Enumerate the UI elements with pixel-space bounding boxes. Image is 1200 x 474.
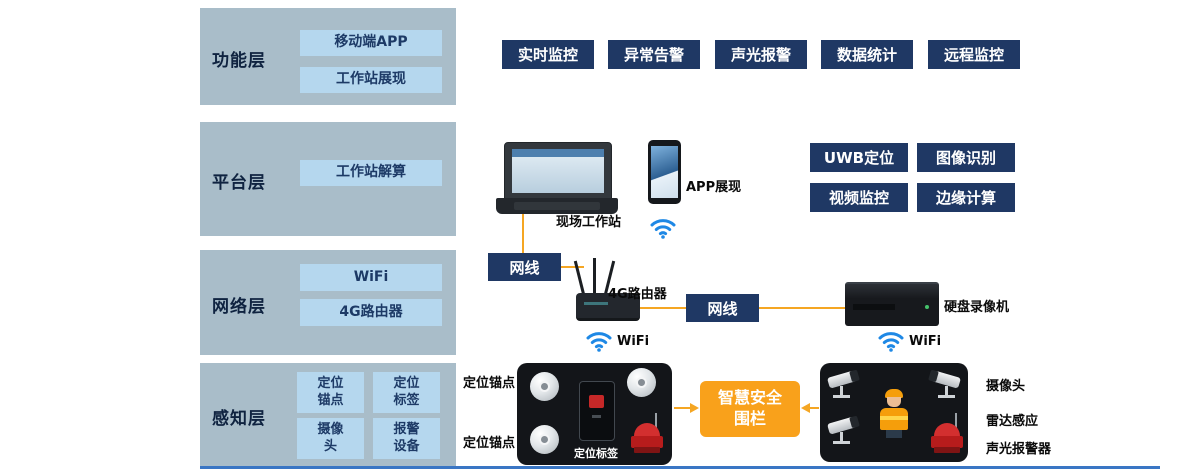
positioning-tag-image bbox=[579, 381, 615, 441]
router-antenna bbox=[593, 258, 596, 294]
positioning-device-box: 定位标签 bbox=[517, 363, 672, 465]
worker-figure bbox=[877, 389, 911, 439]
cable-button-1: 网线 bbox=[488, 253, 561, 281]
anchor-node: 定位 锚点 bbox=[297, 372, 364, 413]
feature-realtime-monitor-node: 实时监控 bbox=[502, 40, 594, 69]
feature-remote-monitor-node: 远程监控 bbox=[928, 40, 1020, 69]
camera-image bbox=[924, 369, 962, 401]
anchor-dome-icon bbox=[530, 372, 559, 401]
cable-button-2: 网线 bbox=[686, 294, 759, 322]
router-image bbox=[573, 256, 640, 321]
alarm-caption: 声光报警器 bbox=[986, 442, 1052, 457]
feature-sound-light-alarm-node: 声光报警 bbox=[715, 40, 807, 69]
anchor-caption-top: 定位锚点 bbox=[463, 376, 516, 391]
smart-fence-node: 智慧安全 围栏 bbox=[700, 381, 800, 437]
perception-layer-label: 感知层 bbox=[212, 409, 266, 429]
nvr-image bbox=[845, 282, 939, 326]
function-layer-label: 功能层 bbox=[212, 51, 266, 71]
router-wifi-caption: WiFi bbox=[617, 334, 650, 349]
wifi-node: WiFi bbox=[300, 264, 442, 291]
camera-image bbox=[826, 369, 864, 401]
arrow-left-icon bbox=[801, 403, 810, 413]
camera-image bbox=[826, 415, 864, 447]
alarm-device-image bbox=[930, 413, 964, 457]
anchor-dome-icon bbox=[530, 425, 559, 454]
camera-caption: 摄像头 bbox=[986, 379, 1026, 394]
feature-data-statistics-node: 数据统计 bbox=[821, 40, 913, 69]
anchor-dome-icon bbox=[627, 368, 656, 397]
camera-device-box bbox=[820, 363, 968, 462]
tag-caption: 定位标签 bbox=[574, 447, 618, 460]
workstation-image bbox=[496, 142, 618, 216]
capability-video-monitor-node: 视频监控 bbox=[810, 183, 908, 212]
capability-image-recognition-node: 图像识别 bbox=[917, 143, 1015, 172]
anchor-caption-bottom: 定位锚点 bbox=[463, 436, 516, 451]
router-caption: 4G路由器 bbox=[608, 287, 667, 302]
radar-caption: 雷达感应 bbox=[986, 414, 1039, 429]
workstation-display-node: 工作站展现 bbox=[300, 67, 442, 93]
arrow-line-right bbox=[810, 407, 819, 409]
tag-node: 定位 标签 bbox=[373, 372, 440, 413]
capability-edge-computing-node: 边缘计算 bbox=[917, 183, 1015, 212]
arrow-line-left bbox=[674, 407, 692, 409]
connector-line-workstation-cable bbox=[522, 212, 524, 268]
capability-uwb-node: UWB定位 bbox=[810, 143, 908, 172]
router-antenna bbox=[573, 260, 585, 295]
app-caption: APP展现 bbox=[686, 180, 742, 195]
hard-hat-icon bbox=[885, 389, 903, 398]
camera-node: 摄像 头 bbox=[297, 418, 364, 459]
phone-image bbox=[648, 140, 681, 204]
nvr-caption: 硬盘录像机 bbox=[944, 300, 1010, 315]
alarm-node: 报警 设备 bbox=[373, 418, 440, 459]
nvr-wifi-caption: WiFi bbox=[909, 334, 942, 349]
network-layer-label: 网络层 bbox=[212, 297, 266, 317]
wifi-icon bbox=[586, 329, 612, 356]
wifi-icon bbox=[650, 216, 676, 243]
wifi-icon bbox=[878, 329, 904, 356]
arrow-right-icon bbox=[690, 403, 699, 413]
mobile-app-node: 移动端APP bbox=[300, 30, 442, 56]
workstation-caption: 现场工作站 bbox=[556, 215, 622, 230]
router-node: 4G路由器 bbox=[300, 299, 442, 326]
bottom-divider bbox=[200, 466, 1160, 469]
platform-layer-label: 平台层 bbox=[212, 173, 266, 193]
feature-abnormal-alert-node: 异常告警 bbox=[608, 40, 700, 69]
alarm-device-image bbox=[630, 413, 664, 457]
workstation-compute-node: 工作站解算 bbox=[300, 160, 442, 186]
